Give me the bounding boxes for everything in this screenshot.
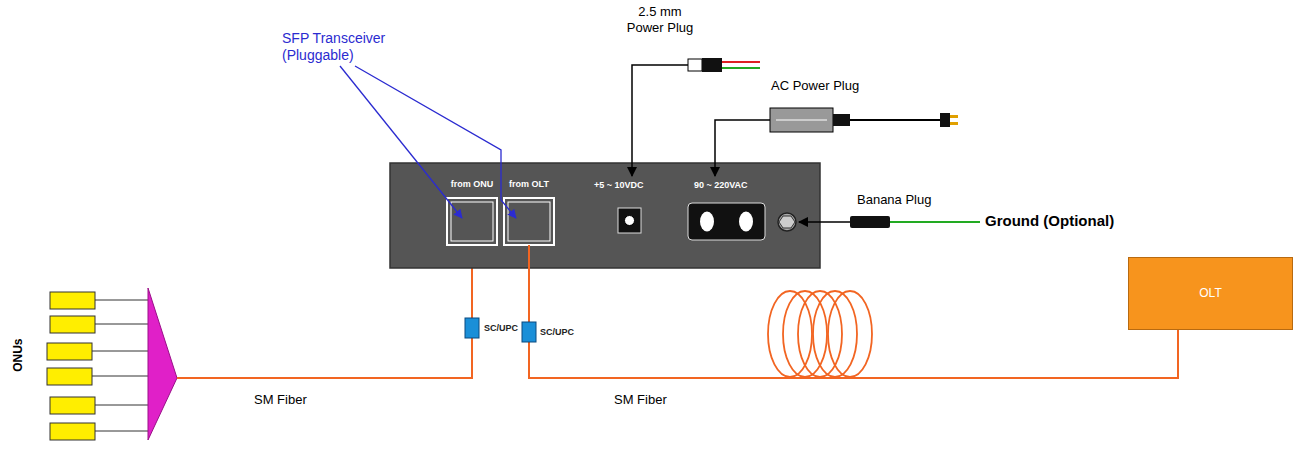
plug-arrow <box>715 120 770 176</box>
part-label: 2.5 mm Power Plug <box>620 4 700 35</box>
adapter-strain-relief <box>833 114 850 126</box>
onu-box <box>50 316 95 333</box>
port-label: +5 ~ 10VDC <box>594 180 644 191</box>
olt-box: OLT <box>1128 257 1293 330</box>
sc-upc-connector <box>465 318 479 338</box>
fiber-label: SM Fiber <box>254 392 307 408</box>
ac-prong <box>950 122 958 125</box>
dc-jack-hole <box>625 216 635 226</box>
dc-plug-tip <box>688 59 702 71</box>
part-label: AC Power Plug <box>771 78 859 94</box>
sfp-port-inner <box>451 202 493 241</box>
green-wire <box>722 67 760 69</box>
dc-plug-body <box>702 58 722 72</box>
drop-line <box>95 405 148 406</box>
ground-nut <box>779 216 795 228</box>
banana-plug-body <box>850 216 890 228</box>
connector-label: SC/UPC <box>540 327 574 338</box>
fiber-label: SM Fiber <box>612 392 669 408</box>
dc-jack <box>618 208 641 233</box>
sfp-ports <box>447 198 554 245</box>
vertical-label: ONUs <box>11 335 25 375</box>
onu-box <box>47 343 92 360</box>
ac-socket-pin <box>700 212 714 232</box>
onu-box <box>47 368 92 385</box>
drop-line <box>95 324 148 325</box>
node-text: from OLT <box>509 179 549 190</box>
onu-box <box>50 292 95 309</box>
part-label: Banana Plug <box>857 192 931 208</box>
plug-arrow <box>632 65 688 176</box>
sfp-port: from ONU <box>447 177 497 245</box>
coil-loop <box>828 291 872 377</box>
drop-line <box>95 300 148 301</box>
node-text: from ONU <box>451 179 494 190</box>
port-label: 90 ~ 220VAC <box>694 180 748 191</box>
optical-splitter <box>148 288 177 440</box>
drop-line <box>92 376 148 377</box>
device-housing <box>390 163 820 268</box>
ac-socket <box>688 203 765 240</box>
sc-upc-connector <box>522 322 536 342</box>
sfp-port-frame <box>504 198 554 245</box>
sfp-port-frame <box>447 198 497 245</box>
connector-label: SC/UPC <box>484 323 518 334</box>
drop-line <box>92 351 148 352</box>
ac-plug <box>940 113 950 127</box>
ac-adapter <box>770 108 833 132</box>
part-label: Ground (Optional) <box>985 212 1114 230</box>
ac-prong <box>950 115 958 118</box>
adapter-seam <box>776 120 827 121</box>
sfp-port-inner <box>508 202 550 241</box>
fiber-coil <box>768 291 872 377</box>
fiber-connector <box>529 245 1178 378</box>
ac-cord <box>850 119 940 121</box>
node-text: OLT <box>1199 286 1221 300</box>
ground-wire <box>890 221 980 223</box>
drop-line <box>95 431 148 432</box>
onu-box <box>50 397 95 414</box>
callout-arrow <box>340 66 462 218</box>
onu-box <box>50 423 95 440</box>
onu-units <box>47 292 95 440</box>
callout-label: SFP Transceiver (Pluggable) <box>282 30 390 64</box>
red-wire <box>722 61 760 63</box>
sfp-port: from OLT <box>504 177 554 245</box>
banana-arrow <box>799 221 850 223</box>
callout-arrow <box>355 66 516 218</box>
onu-drops <box>92 300 148 431</box>
ac-socket-pin <box>739 212 753 232</box>
ground-post <box>778 213 796 231</box>
